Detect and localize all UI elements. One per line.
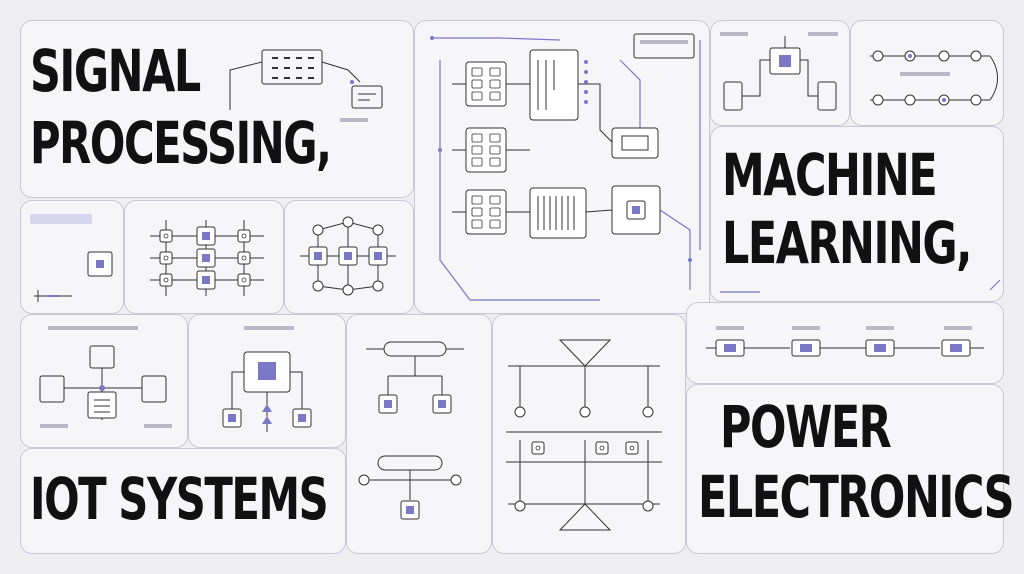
panel-machine-learning — [710, 126, 1004, 302]
heading-signal-line1: SIGNAL — [30, 37, 201, 105]
heading-signal-line2: PROCESSING, — [30, 109, 332, 177]
heading-machine-line1: MACHINE — [722, 141, 938, 209]
decorative-label — [40, 424, 68, 428]
heading-machine-line2: LEARNING, — [722, 209, 972, 277]
heading-power-line1: POWER — [720, 393, 892, 461]
decorative-label — [866, 326, 894, 330]
decorative-label — [340, 118, 368, 122]
decorative-label — [716, 326, 744, 330]
decorative-label — [720, 32, 748, 36]
decorative-label — [244, 326, 294, 330]
decorative-label — [144, 424, 172, 428]
decorative-label — [792, 326, 820, 330]
panel-lattice-diagram — [492, 314, 686, 554]
decorative-label — [944, 326, 972, 330]
decorative-label — [900, 72, 950, 76]
decorative-label — [640, 40, 688, 44]
panel-iot-systems — [20, 448, 346, 554]
decorative-label — [808, 32, 838, 36]
panel-signal-processing — [20, 20, 414, 198]
heading-power-line2: ELECTRONICS — [698, 463, 1015, 531]
panel-power-electronics — [686, 384, 1004, 554]
heading-iot-systems: IOT SYSTEMS — [30, 465, 329, 533]
decorative-label — [48, 326, 138, 330]
